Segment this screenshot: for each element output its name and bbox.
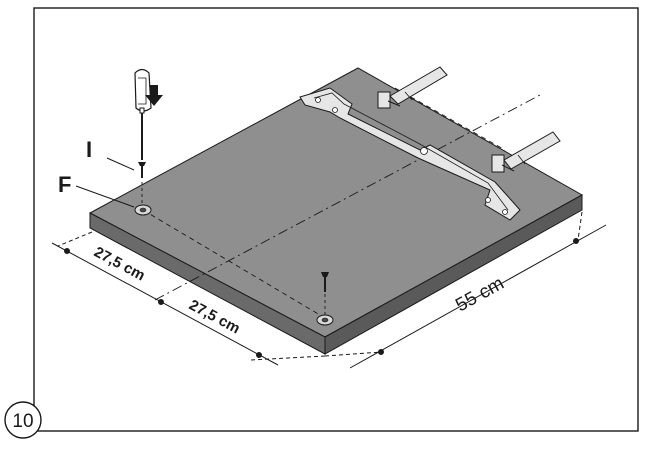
centerline bbox=[154, 94, 541, 301]
dimension-label-depth: 55 cm bbox=[452, 273, 507, 316]
dimension-side bbox=[324, 211, 607, 369]
bracket-clip-rear bbox=[377, 66, 448, 109]
bracket-rail-inner bbox=[313, 92, 509, 211]
push-down-arrow-icon bbox=[145, 85, 163, 106]
step-badge: 10 bbox=[4, 401, 42, 439]
step-number: 10 bbox=[12, 411, 33, 432]
bracket-clip-front bbox=[491, 131, 561, 173]
mounting-bracket bbox=[299, 66, 561, 221]
screw-icon-front bbox=[321, 272, 329, 316]
frame-border bbox=[33, 7, 639, 432]
panel-side-edge bbox=[324, 194, 583, 355]
washer-icon bbox=[134, 204, 152, 216]
callout-washer: F bbox=[58, 172, 135, 208]
bracket-rail bbox=[299, 87, 521, 221]
washer-icon-front bbox=[316, 314, 334, 326]
back-dash bbox=[394, 87, 506, 151]
construction-lines bbox=[142, 87, 541, 319]
dimension-front bbox=[51, 231, 326, 366]
label-screw: I bbox=[86, 137, 92, 162]
screw-icon bbox=[138, 162, 146, 205]
panel bbox=[88, 67, 584, 355]
label-washer: F bbox=[58, 172, 71, 197]
screwdriver-icon bbox=[134, 68, 152, 160]
callout-screw: I bbox=[86, 137, 135, 171]
